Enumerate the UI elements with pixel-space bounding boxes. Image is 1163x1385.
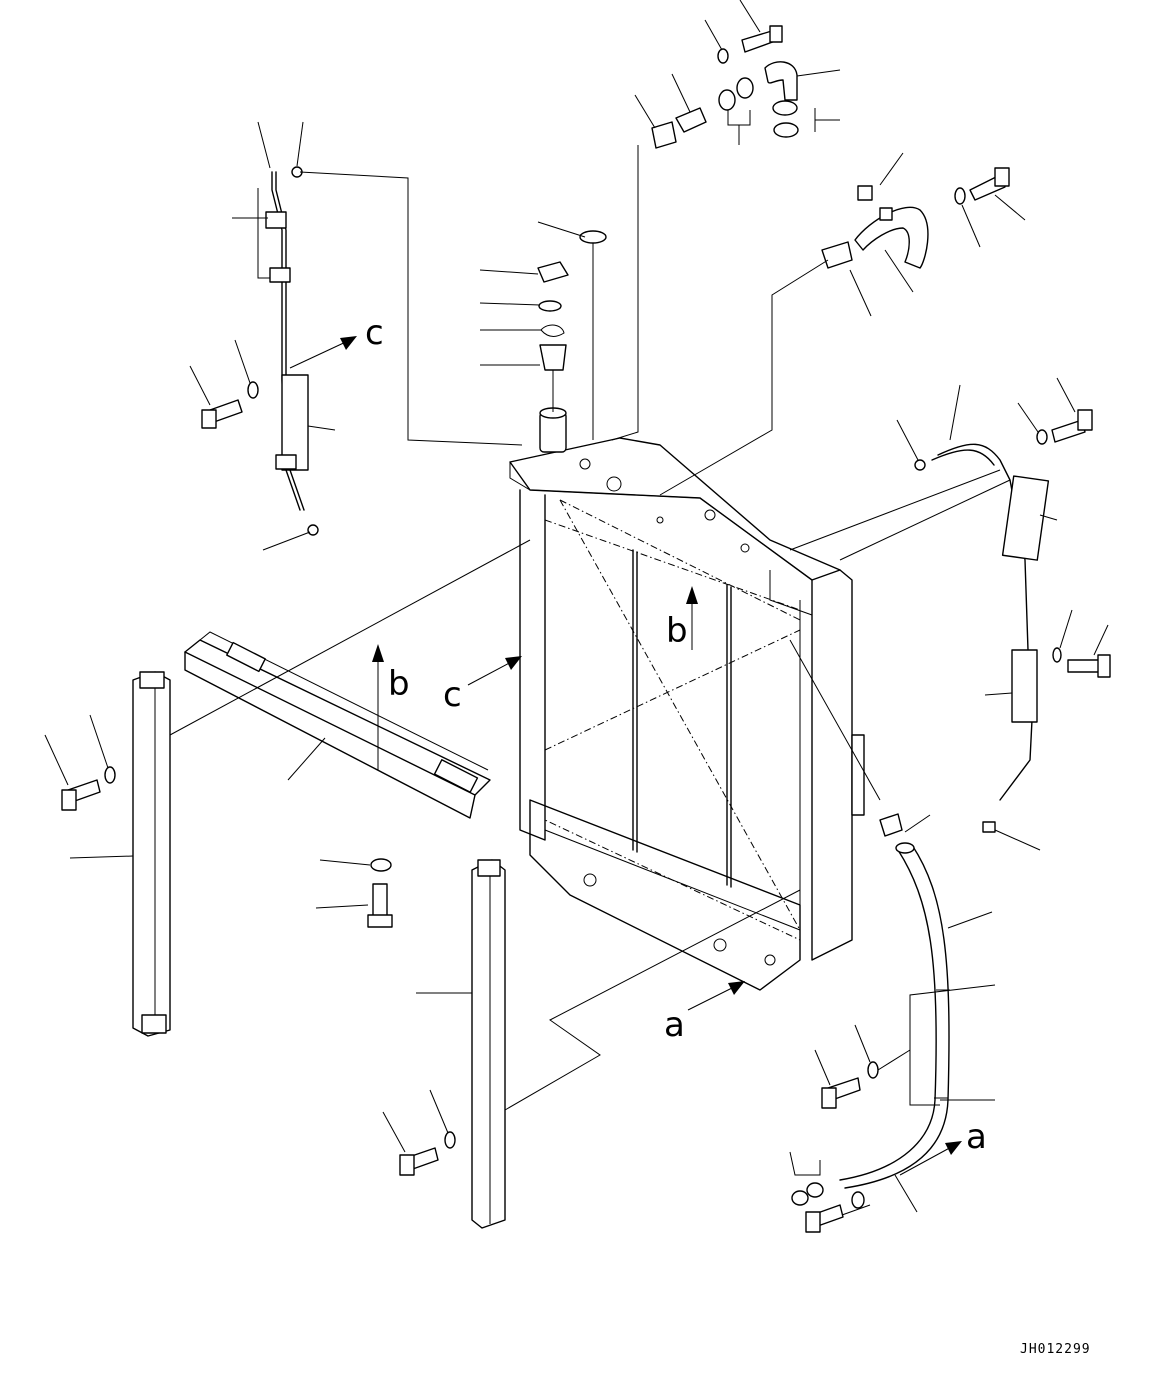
top-cover-plate bbox=[184, 631, 491, 819]
center-side-seal bbox=[471, 859, 506, 1229]
left-side-seal bbox=[132, 671, 171, 1037]
view-labels: c c b b a a bbox=[365, 313, 987, 1157]
drawing-code: JH012299 bbox=[1020, 1342, 1091, 1357]
upper-right-pipe bbox=[931, 443, 1050, 801]
fasteners bbox=[61, 25, 1111, 1233]
lower-right-hose bbox=[839, 842, 950, 1189]
label-c-top: c bbox=[365, 313, 384, 353]
label-b-left: b bbox=[388, 664, 410, 704]
label-b-right: b bbox=[666, 611, 688, 651]
label-a-right: a bbox=[966, 1117, 987, 1157]
label-a-bottom: a bbox=[664, 1005, 685, 1045]
radiator-assembly bbox=[509, 407, 865, 991]
left-pipe-harness bbox=[265, 171, 309, 511]
leader-lines bbox=[44, 0, 1109, 1216]
label-c-mid: c bbox=[443, 675, 462, 715]
view-arrows bbox=[289, 336, 962, 1176]
